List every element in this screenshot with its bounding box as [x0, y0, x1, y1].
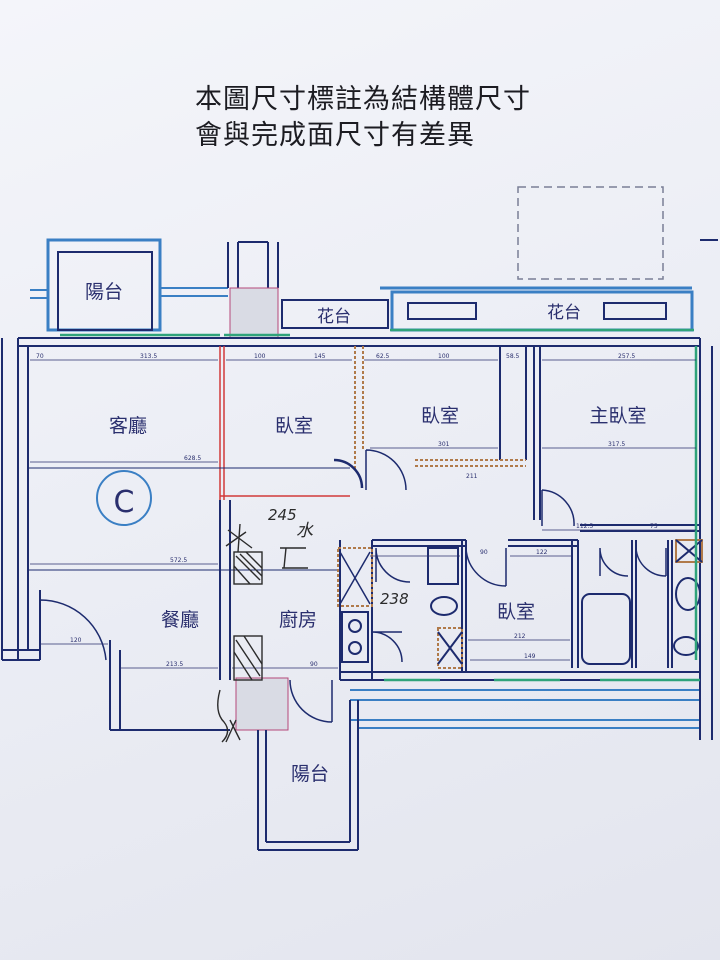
dim-572-5: 572.5	[170, 557, 187, 564]
dim-90-a: 90	[310, 661, 318, 668]
dimension-labels: 70 313.5 100 145 62.5 100 58.5 257.5 301…	[36, 353, 658, 668]
dim-149: 149	[524, 653, 536, 660]
dim-317-5: 317.5	[608, 441, 625, 448]
column-top	[229, 287, 279, 339]
dim-90-b: 90	[480, 549, 488, 556]
planter-2-box	[390, 290, 694, 332]
room-balcony-bottom: 陽台	[291, 763, 329, 785]
bath-sink-2	[675, 577, 701, 611]
handwriting-245: 245	[268, 506, 297, 524]
kitchen-cabinet	[337, 547, 373, 607]
dim-313-5: 313.5	[140, 353, 157, 360]
roof-outline	[517, 186, 664, 280]
dim-301: 301	[438, 441, 450, 448]
balcony-top-outline	[57, 251, 153, 331]
dim-112-5: 112.5	[576, 523, 593, 530]
dim-257-5: 257.5	[618, 353, 635, 360]
dim-211: 211	[466, 473, 478, 480]
note-line-2: 會與完成面尺寸有差異	[195, 120, 475, 151]
stove	[341, 611, 369, 663]
planter-window-1	[407, 302, 477, 320]
room-master: 主臥室	[589, 405, 646, 427]
room-bedroom-3: 臥室	[497, 601, 535, 623]
dim-62-5: 62.5	[376, 353, 390, 360]
room-kitchen: 廚房	[279, 608, 317, 631]
dim-212: 212	[514, 633, 526, 640]
handwriting-238: 238	[380, 590, 409, 608]
bathtub	[581, 593, 631, 665]
unit-marker-letter: C	[114, 485, 135, 520]
unit-marker-circle	[96, 470, 152, 526]
balcony-top-rail	[46, 238, 162, 332]
room-planter-2: 花台	[547, 303, 581, 323]
room-bedroom-1: 臥室	[275, 415, 313, 437]
dim-122: 122	[536, 549, 548, 556]
bath-sink-1	[427, 547, 459, 585]
room-dining: 餐廳	[161, 609, 199, 631]
dim-145: 145	[314, 353, 326, 360]
dim-120: 120	[70, 637, 82, 644]
room-balcony-top: 陽台	[85, 281, 123, 303]
room-planter-1: 花台	[317, 307, 351, 327]
dim-70: 70	[36, 353, 44, 360]
room-bedroom-2: 臥室	[421, 405, 459, 427]
planter-window-2	[603, 302, 667, 320]
dim-100-b: 100	[438, 353, 450, 360]
toilet-2	[673, 636, 699, 656]
toilet-1	[430, 596, 458, 616]
door-entry	[39, 599, 107, 661]
handwriting-water: 水	[296, 521, 314, 541]
note-line-1: 本圖尺寸標註為結構體尺寸	[195, 84, 531, 115]
pencil-marks	[217, 523, 308, 743]
planter-1-box	[281, 299, 389, 329]
dim-58-5: 58.5	[506, 353, 520, 360]
dim-75: 75	[650, 523, 658, 530]
dim-100-a: 100	[254, 353, 266, 360]
structural-note: 本圖尺寸標註為結構體尺寸 會與完成面尺寸有差異	[195, 82, 531, 154]
dim-213-5: 213.5	[166, 661, 183, 668]
dim-628-5: 628.5	[184, 455, 201, 462]
room-living: 客廳	[109, 415, 147, 437]
